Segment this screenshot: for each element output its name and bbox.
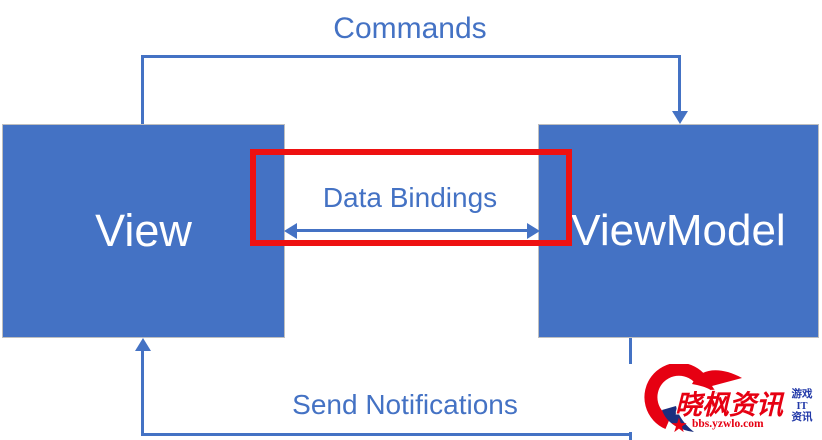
tagline-line-3: 资讯 bbox=[791, 412, 813, 423]
commands-arrow-left-segment bbox=[141, 55, 144, 124]
view-box: View bbox=[2, 124, 285, 338]
data-bindings-arrow-shaft bbox=[296, 229, 528, 232]
watermark-site-name: 晓枫资讯 bbox=[675, 390, 783, 420]
commands-arrow-right-segment bbox=[678, 55, 681, 113]
data-bindings-arrowhead-left-icon bbox=[284, 223, 297, 239]
send-notifications-label: Send Notifications bbox=[292, 389, 518, 420]
commands-label: Commands bbox=[333, 12, 487, 45]
view-box-label: View bbox=[95, 205, 192, 256]
notifications-arrow-bottom-segment bbox=[141, 433, 632, 436]
watermark-tagline: 游戏 IT 资讯 bbox=[784, 389, 820, 424]
star-icon: ★ bbox=[670, 415, 688, 432]
dolphin-swoosh-icon: ★ bbox=[644, 364, 742, 432]
notifications-arrowhead-up-icon bbox=[135, 338, 151, 351]
viewmodel-box-label: ViewModel bbox=[571, 206, 786, 255]
tagline-line-1: 游戏 bbox=[791, 389, 813, 400]
viewmodel-box: ViewModel bbox=[538, 124, 819, 338]
highlight-rectangle bbox=[250, 149, 572, 246]
commands-arrowhead-down-icon bbox=[672, 111, 688, 124]
commands-arrow-top-segment bbox=[141, 55, 681, 58]
data-bindings-arrowhead-right-icon bbox=[527, 223, 540, 239]
watermark-site-url: bbs.yzwlo.com bbox=[692, 418, 764, 430]
tagline-line-2: IT bbox=[796, 400, 808, 412]
data-bindings-label: Data Bindings bbox=[322, 182, 498, 213]
watermark-logo: ★ 晓枫资讯 bbs.yzwlo.com 游戏 IT 资讯 bbox=[608, 364, 822, 432]
notifications-arrow-left-segment bbox=[141, 351, 144, 435]
